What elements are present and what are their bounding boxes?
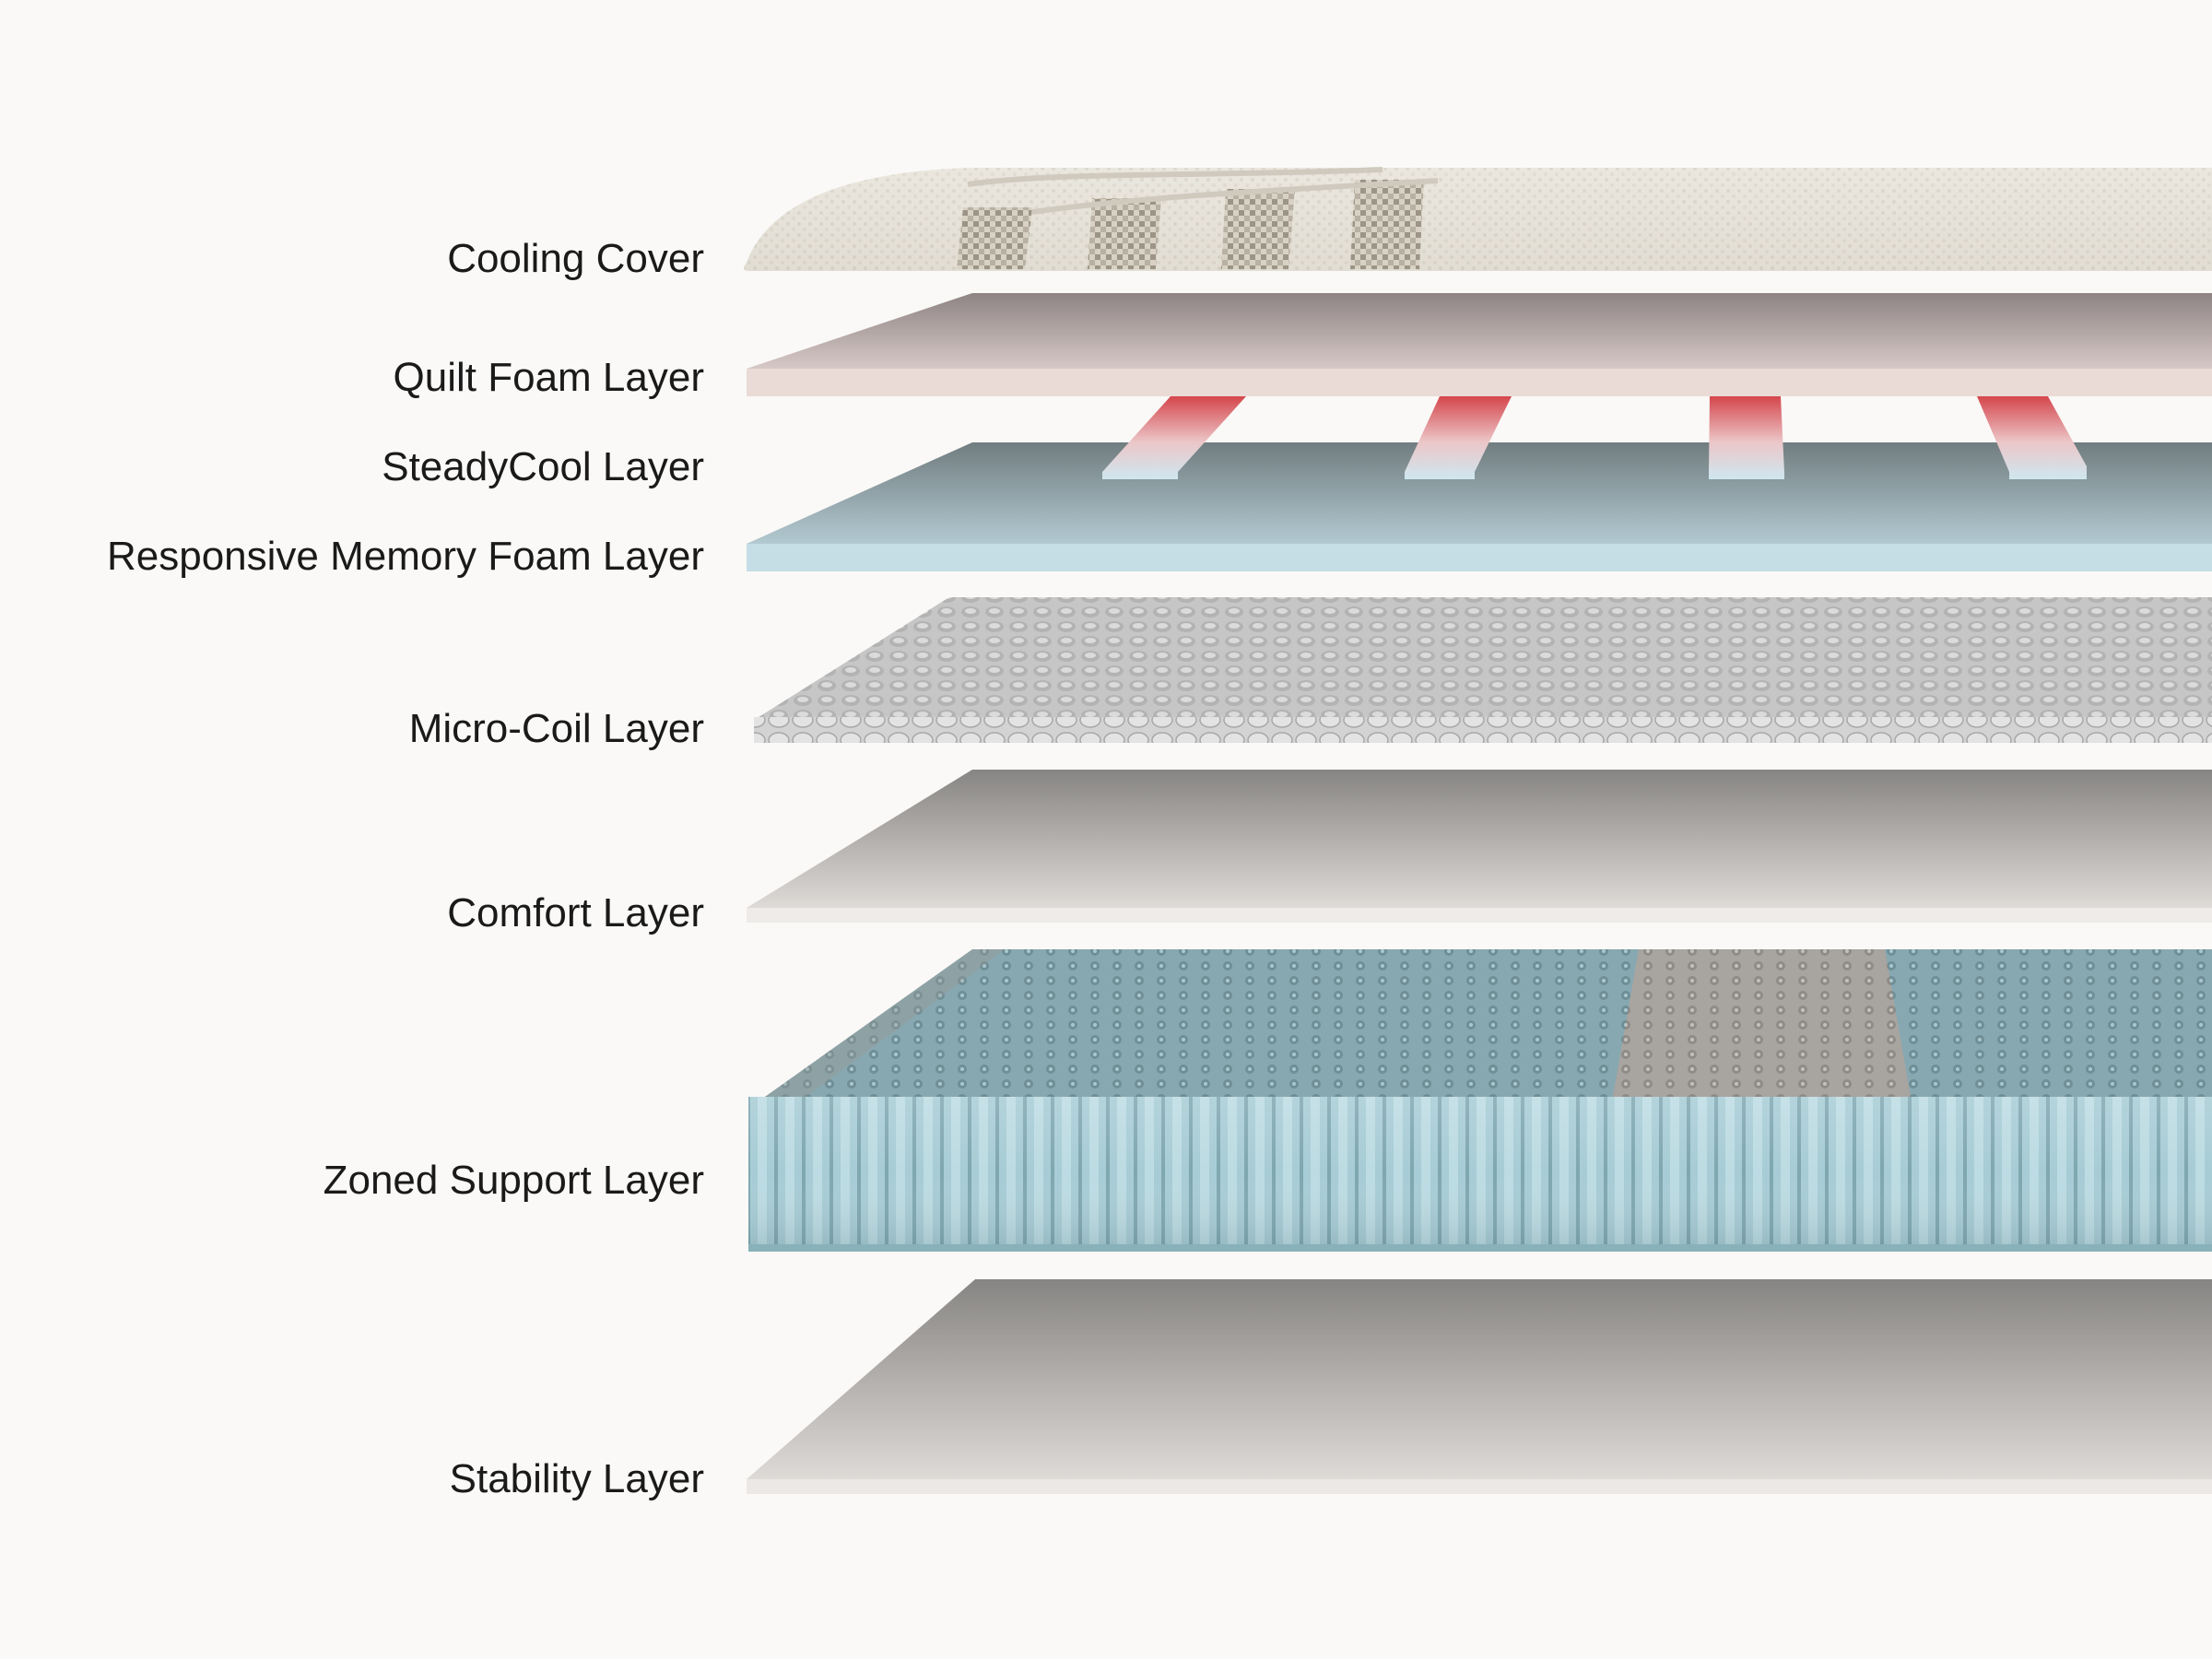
layer-label-quilt-foam: Quilt Foam Layer xyxy=(393,355,704,400)
cooling-cover-illustration xyxy=(744,167,2212,271)
micro-coil-layer-illustration xyxy=(754,597,2212,743)
stability-layer-illustration xyxy=(747,1279,2212,1494)
zoned-support-layer-illustration xyxy=(748,949,2212,1252)
layer-label-stability: Stability Layer xyxy=(449,1456,704,1501)
layer-label-memory-foam: Responsive Memory Foam Layer xyxy=(106,534,704,579)
quilt-foam-layer-illustration xyxy=(747,293,2212,396)
layer-label-zoned-support: Zoned Support Layer xyxy=(323,1158,704,1203)
layer-label-micro-coil: Micro-Coil Layer xyxy=(408,706,704,751)
steadycool-layer-illustration xyxy=(1102,396,2087,479)
layer-label-cooling-cover: Cooling Cover xyxy=(447,236,704,281)
layer-label-comfort: Comfort Layer xyxy=(447,890,704,935)
layer-label-steadycool: SteadyCool Layer xyxy=(382,444,704,489)
comfort-layer-illustration xyxy=(747,770,2212,923)
